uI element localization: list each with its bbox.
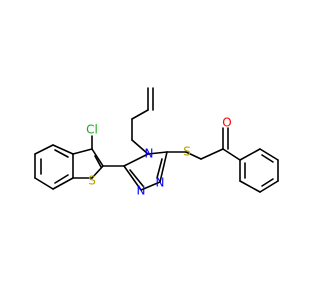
double-bond	[54, 174, 69, 184]
benzothiophene-benzene-ring	[34, 144, 74, 190]
double-bond	[156, 158, 163, 179]
bond	[34, 144, 54, 155]
double-bond	[94, 155, 102, 168]
chlorine-atom-label: Cl	[86, 123, 98, 137]
double-bond	[129, 169, 144, 187]
bond	[259, 180, 279, 193]
bond	[185, 151, 202, 160]
triazole-n2-label: N	[156, 176, 165, 190]
bond	[72, 148, 93, 155]
double-bond	[261, 154, 274, 163]
double-bond	[54, 149, 69, 158]
structure-svg: Cl S S O N N N	[34, 87, 279, 198]
bond	[222, 148, 241, 161]
thiophene-ring	[72, 135, 104, 179]
bond	[34, 177, 54, 190]
bond	[52, 144, 74, 155]
bond	[239, 180, 261, 193]
bond	[131, 109, 149, 120]
thioether-ketone-chain	[166, 127, 241, 161]
carbonyl-oxygen-label: O	[222, 116, 231, 130]
triazole-n1-label: N	[137, 184, 146, 198]
bond	[159, 151, 168, 183]
double-bond	[261, 178, 274, 187]
bond	[91, 165, 104, 179]
triazole-ring	[102, 151, 168, 191]
thioether-sulfur-label: S	[183, 145, 191, 159]
bond	[147, 151, 168, 155]
bond	[200, 148, 224, 160]
bond	[140, 181, 161, 191]
bond	[91, 148, 104, 167]
thiophene-sulfur-label: S	[88, 174, 96, 188]
bond	[123, 153, 149, 167]
bond	[123, 165, 142, 191]
bond	[239, 148, 261, 161]
bond	[259, 148, 279, 161]
triazole-n4-label: N	[145, 147, 154, 161]
molecule-diagram: Cl S S O N N N	[34, 87, 279, 198]
phenyl-ring	[239, 148, 279, 193]
bond	[52, 177, 74, 190]
bond	[131, 139, 149, 155]
allyl-group	[131, 87, 154, 155]
